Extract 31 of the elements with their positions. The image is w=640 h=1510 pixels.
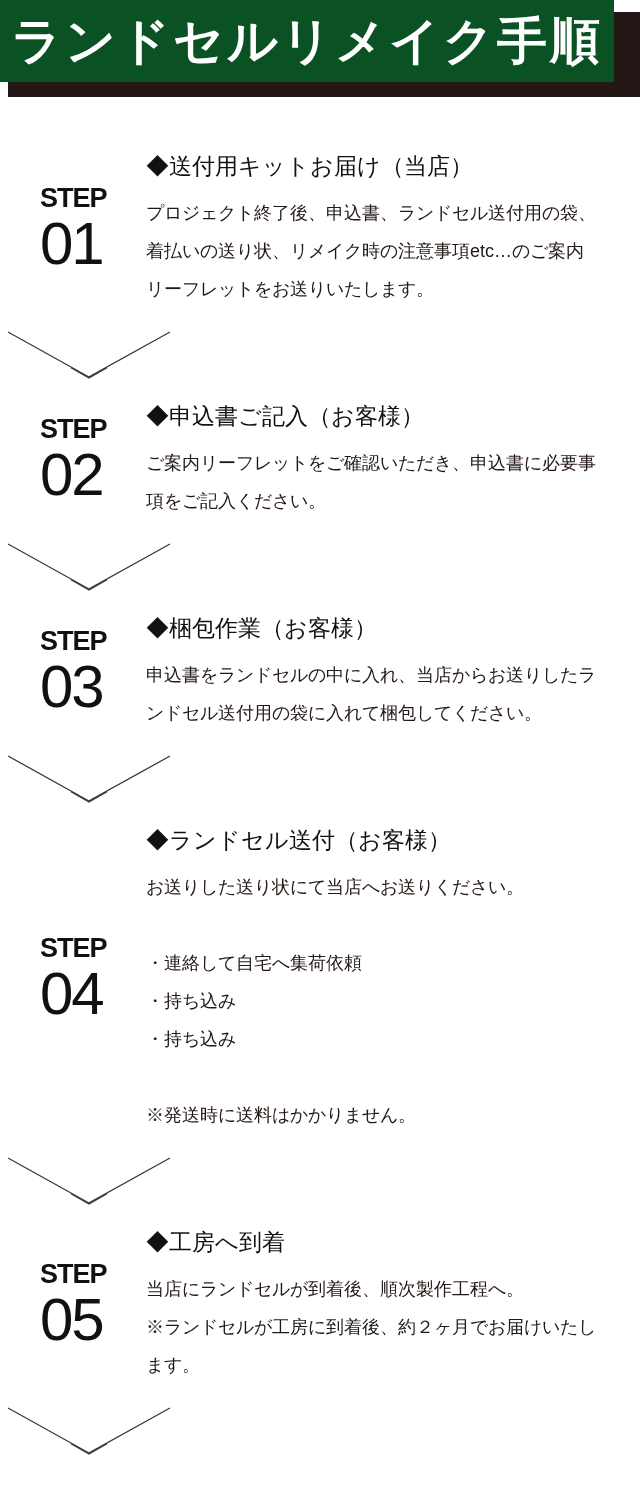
- step-description: お送りした送り状にて当店へお送りください。: [146, 876, 525, 899]
- step-label: STEP: [40, 934, 107, 962]
- step-description: 当店にランドセルが到着後、順次製作工程へ。: [146, 1278, 525, 1301]
- step-description: ご案内リーフレットをご確認いただき、申込書に必要事項をご記入ください。: [146, 452, 597, 513]
- chevron-arrow: [7, 1407, 171, 1455]
- chevron-arrow: [7, 1157, 171, 1205]
- step-number: 04: [40, 963, 103, 1024]
- step-description: ※ランドセルが工房に到着後、約２ヶ月でお届けいたします。: [146, 1316, 597, 1377]
- step-heading: ◆ランドセル送付（お客様）: [146, 826, 452, 855]
- page-title: ランドセルリメイク手順: [11, 16, 603, 66]
- step-heading: ◆工房へ到着: [146, 1228, 286, 1257]
- chevron-arrow: [7, 543, 171, 591]
- step-number: 01: [40, 213, 103, 274]
- step-number: 02: [40, 444, 103, 505]
- step-description: ※発送時に送料はかかりません。: [146, 1104, 417, 1127]
- step-description: ・持ち込み: [146, 990, 237, 1013]
- step-description: プロジェクト終了後、申込書、ランドセル送付用の袋、着払いの送り状、リメイク時の注意事項etc…のご案内リーフレットをお送りいたします。: [146, 202, 597, 301]
- step-description: ・連絡して自宅へ集荷依頼: [146, 952, 363, 975]
- step-heading: ◆送付用キットお届け（当店）: [146, 152, 474, 181]
- step-heading: ◆梱包作業（お客様）: [146, 614, 378, 643]
- step-label: STEP: [40, 627, 107, 655]
- chevron-arrow: [7, 755, 171, 803]
- step-heading: ◆申込書ご記入（お客様）: [146, 402, 425, 431]
- step-label: STEP: [40, 184, 107, 212]
- step-label: STEP: [40, 1260, 107, 1288]
- step-number: 05: [40, 1289, 103, 1350]
- step-label: STEP: [40, 415, 107, 443]
- step-number: 03: [40, 656, 103, 717]
- step-description: 申込書をランドセルの中に入れ、当店からお送りしたランドセル送付用の袋に入れて梱包してください。: [146, 664, 597, 725]
- chevron-arrow: [7, 331, 171, 379]
- step-description: ・持ち込み: [146, 1028, 237, 1051]
